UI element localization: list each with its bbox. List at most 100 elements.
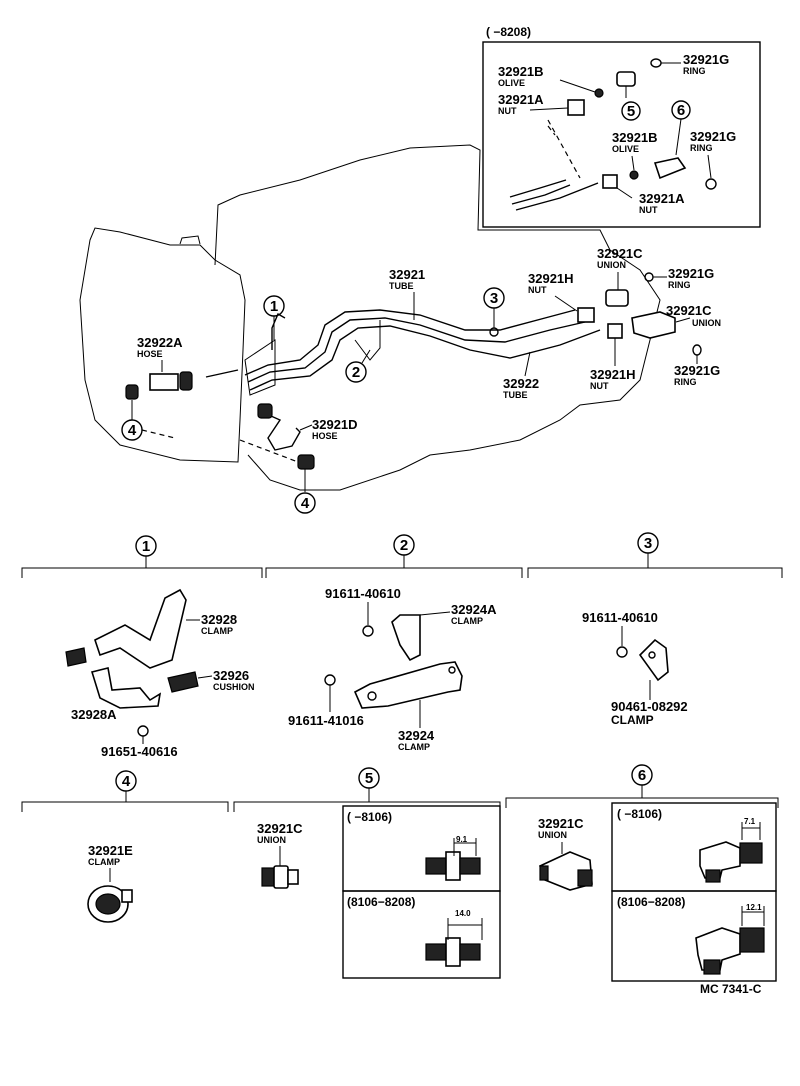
detail5-union-name: UNION [257,835,286,845]
inset-olive-b2-name: OLIVE [612,144,639,154]
inset-ring-g2-name: RING [690,143,713,153]
nut-h1-name: NUT [528,285,547,295]
detail5-box1-range: ( −8106) [347,810,392,824]
detail1-clamp-num: 32928 [201,612,237,627]
inset-olive-b-num: 32921B [498,64,544,79]
detail4-callout: 4 [122,773,131,790]
inset-nut-a2-name: NUT [639,205,658,215]
ring-g4-name: RING [674,377,697,387]
detail1-bolt-num: 91651-40616 [101,744,178,759]
detail1-cushion-num: 32926 [213,668,249,683]
union-c2-num: 32921C [666,303,712,318]
inset-range: ( −8208) [486,25,531,39]
detail5-callout: 5 [365,770,373,787]
detail6-box1-range: ( −8106) [617,807,662,821]
detail6-box2-range: (8106−8208) [617,895,685,909]
inset-callout-5: 5 [627,103,635,120]
detail6-box1-dim: 7.1 [744,817,756,826]
hose-a-part [149,373,179,391]
detail5-union-part [273,865,289,889]
detail2-callout: 2 [400,537,408,554]
detail-4: 4 32921E CLAMP [21,770,229,923]
detail-5: 5 32921C UNION ( −8106) 9.1 (8106−8208) … [233,767,501,979]
main-callout-1: 1 [270,298,278,315]
detail2-clamp-name: CLAMP [398,742,430,752]
detail1-clamp-a-num: 32928A [71,707,117,722]
detail3-callout: 3 [644,535,652,552]
inset-olive-b2-num: 32921B [612,130,658,145]
detail-3: 3 91611-40610 90461-08292 CLAMP [527,532,783,727]
hose-d-num: 32921D [312,417,358,432]
nut-h1-num: 32921H [528,271,574,286]
detail6-callout: 6 [638,767,646,784]
ring-g4-num: 32921G [674,363,720,378]
detail2-clamp-num: 32924 [398,728,435,743]
tube-32921-name: TUBE [389,281,414,291]
union-c1-name: UNION [597,260,626,270]
main-callout-4a: 4 [128,422,137,439]
detail6-union-num: 32921C [538,816,584,831]
union-c1-num: 32921C [597,246,643,261]
detail3-clamp-num: 90461-08292 [611,699,688,714]
detail6-box2-dim: 12.1 [746,903,762,912]
inset-ring-g2-num: 32921G [690,129,736,144]
detail-1: 1 32928 CLAMP 32926 CUSHION 32928A 91651… [21,535,263,759]
inset-panel: ( −8208) 32921B OLIVE 32921A NUT 5 32921… [482,25,761,228]
inset-nut-a-name: NUT [498,106,517,116]
nut-h1-part [577,307,595,323]
main-callout-3: 3 [490,290,498,307]
detail1-cushion-name: CUSHION [213,682,255,692]
inset-ring-g1-num: 32921G [683,52,729,67]
olive-b-part [594,88,604,98]
detail3-clamp-name: CLAMP [611,713,654,727]
hose-a-name: HOSE [137,349,163,359]
clamp-90461-part [638,638,669,682]
ring-g3-name: RING [668,280,691,290]
inset-nut-a2-num: 32921A [639,191,685,206]
nut-h2-name: NUT [590,381,609,391]
detail4-clamp-name: CLAMP [88,857,120,867]
clamp-32924-part [353,661,463,709]
detail-2: 2 91611-40610 32924A CLAMP 91611-41016 3… [265,534,523,752]
detail1-clamp-name: CLAMP [201,626,233,636]
clamp-32924a-part [391,614,421,662]
detail2-clamp-a-num: 32924A [451,602,497,617]
main-callout-2: 2 [352,364,360,381]
union-c1-part [605,289,629,307]
clamp-32928a-part [90,667,162,709]
footer-code: MC 7341-C [700,982,762,996]
nut-h2-num: 32921H [590,367,636,382]
nut-a-part [567,99,585,116]
elbow-union-6-part [653,157,687,180]
ring-g1-part [650,58,662,68]
tube-32922-name: TUBE [503,390,528,400]
union-c2-name: UNION [692,318,721,328]
union-c2-part [631,311,676,339]
hose-a-num: 32922A [137,335,183,350]
detail2-bolt1-num: 91611-40610 [325,586,401,601]
inset-callout-6: 6 [677,102,685,119]
cushion-part [167,671,199,693]
tube-32921-num: 32921 [389,267,425,282]
detail1-callout: 1 [142,538,150,555]
detail6-union-name: UNION [538,830,567,840]
detail3-bolt-num: 91611-40610 [582,610,658,625]
clamp-32928-part [94,588,187,669]
tube-32922-num: 32922 [503,376,539,391]
detail2-clamp-a-name: CLAMP [451,616,483,626]
inset-olive-b-name: OLIVE [498,78,525,88]
main-callout-4b: 4 [301,495,310,512]
detail2-bolt2-num: 91611-41016 [288,713,364,728]
detail5-union-num: 32921C [257,821,303,836]
inset-nut-a-num: 32921A [498,92,544,107]
detail5-box1-dim: 9.1 [456,835,468,844]
union-5-part [616,71,636,87]
main-assembly: 32921 TUBE 1 2 3 32921C UNION 32921G RIN… [79,144,721,514]
inset-ring-g1-name: RING [683,66,706,76]
detail5-box2-range: (8106−8208) [347,895,415,909]
ring-g3-num: 32921G [668,266,714,281]
hose-d-name: HOSE [312,431,338,441]
detail4-clamp-num: 32921E [88,843,133,858]
detail5-box2-dim: 14.0 [455,909,471,918]
